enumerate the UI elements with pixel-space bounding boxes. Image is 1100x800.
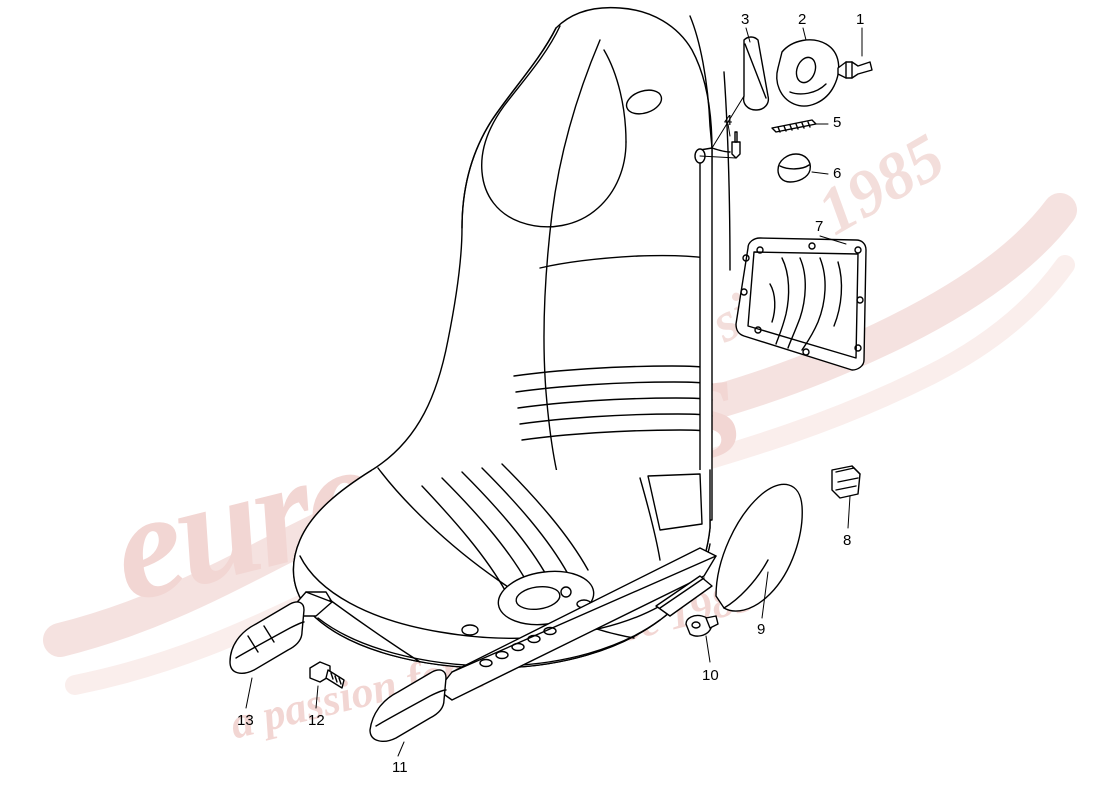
part-4-pin — [731, 131, 741, 159]
seat-switch-panel — [461, 570, 604, 636]
part-6-cap — [777, 153, 811, 183]
part-9-side-trim-cover — [715, 483, 803, 612]
callout-10: 10 — [702, 667, 719, 684]
seat-rail-outer — [437, 547, 717, 701]
backrest-outer-edge — [723, 71, 731, 271]
cushion-seams — [421, 463, 589, 593]
part-13-rail-cover-rear — [229, 601, 305, 674]
headrest-outline — [481, 25, 627, 228]
headrest-detail-hole — [625, 89, 663, 115]
callout-5: 5 — [833, 114, 842, 131]
part-11-rail-cover-front — [369, 669, 447, 742]
leader-lines — [245, 27, 863, 757]
callout-3: 3 — [741, 11, 750, 28]
callout-8: 8 — [843, 532, 852, 549]
part-12-bolt — [309, 661, 345, 689]
callout-4: 4 — [724, 112, 733, 129]
rail-connector-line — [329, 599, 421, 663]
callout-11: 11 — [392, 759, 408, 776]
part-10-fastener-set — [655, 575, 719, 637]
panel-mount-holes — [740, 242, 864, 356]
backrest-edge-trim — [699, 147, 713, 521]
callout-2: 2 — [798, 11, 807, 28]
backrest-seam-horizontal — [539, 254, 707, 269]
part-7-backrest-panel — [735, 237, 867, 371]
part-8-clip — [831, 465, 861, 499]
part-3-trim-strip — [742, 36, 770, 111]
callout-1: 1 — [856, 11, 865, 28]
callout-9: 9 — [757, 621, 766, 638]
cushion-side-bolster-right — [647, 473, 703, 531]
backrest-seam-center — [543, 39, 601, 505]
callout-6: 6 — [833, 165, 842, 182]
callout-7: 7 — [815, 218, 824, 235]
callout-13: 13 — [237, 712, 254, 729]
callout-12: 12 — [308, 712, 325, 729]
part-1-screw — [837, 61, 873, 79]
part-2-adjuster-knob — [776, 39, 840, 107]
